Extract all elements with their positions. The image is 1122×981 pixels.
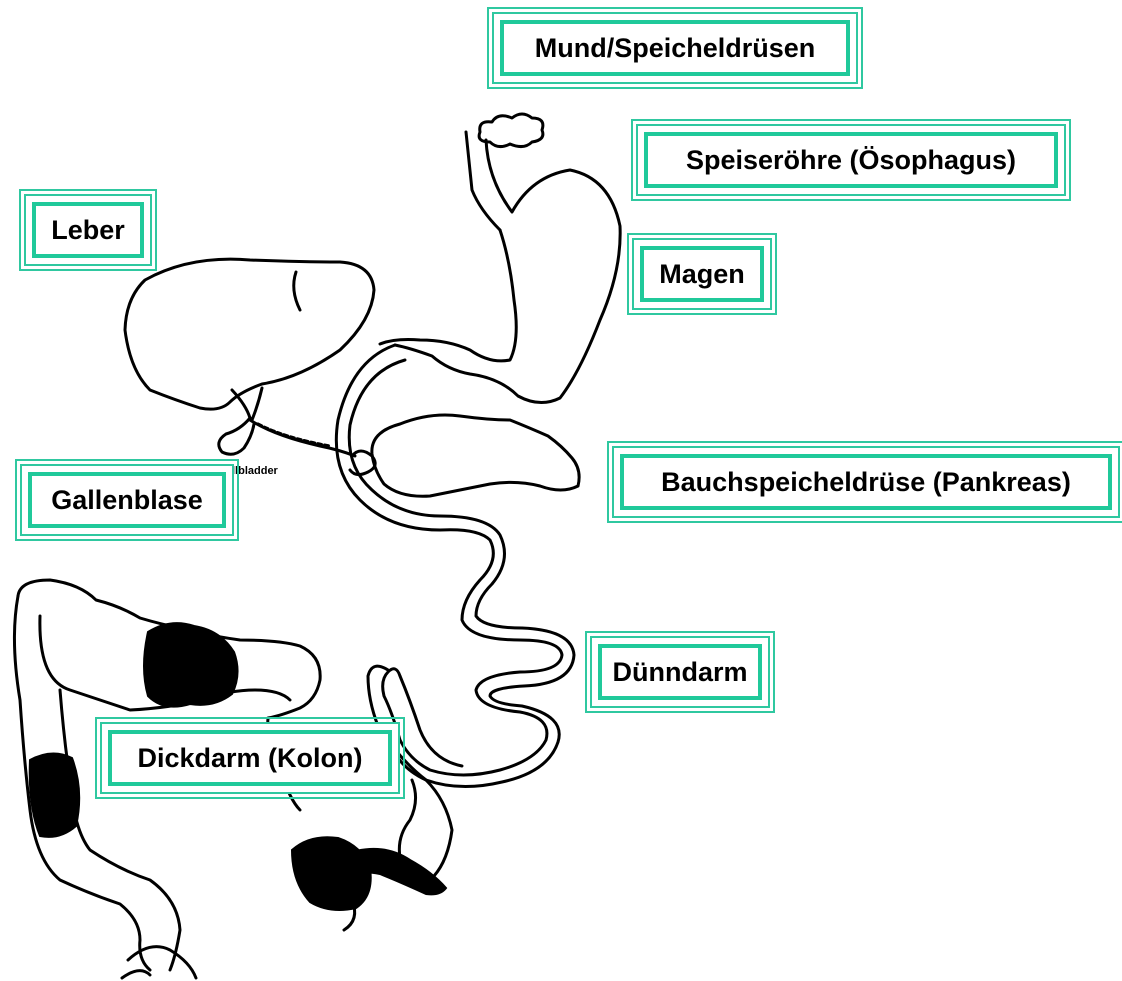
gallbladder-partial-label: llbladder: [232, 465, 278, 477]
rectum-shape: [122, 947, 196, 978]
colon-dark-segment-2: [30, 753, 79, 836]
label-stomach: Magen: [632, 238, 772, 310]
liver-lobe-line: [294, 272, 300, 310]
pancreas-shape: [372, 415, 579, 496]
gallbladder-shape: [219, 418, 254, 454]
label-esophagus: Speiseröhre (Ösophagus): [636, 124, 1066, 196]
esophagus-shape: [395, 132, 620, 403]
label-small-intestine: Dünndarm: [590, 636, 770, 708]
label-liver: Leber: [24, 194, 152, 266]
label-gallbladder: Gallenblase: [20, 464, 234, 536]
bile-duct-dashed: [258, 424, 330, 446]
label-colon: Dickdarm (Kolon): [100, 722, 400, 794]
salivary-gland-shape: [479, 114, 543, 147]
label-pancreas: Bauchspeicheldrüse (Pankreas): [612, 446, 1120, 518]
colon-dark-segment-1: [144, 623, 238, 707]
label-mouth: Mund/Speicheldrüsen: [492, 12, 858, 84]
duodenum-outer: [336, 345, 562, 775]
stomach-shape: [380, 230, 516, 361]
liver-shape: [125, 259, 374, 409]
